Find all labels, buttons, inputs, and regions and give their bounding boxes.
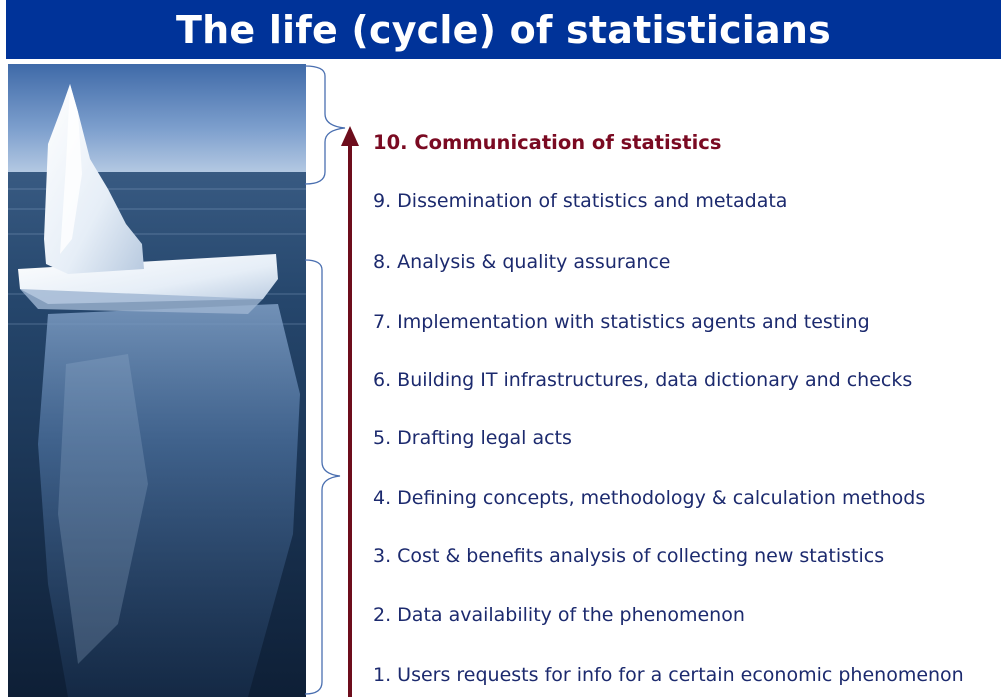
step-1: 1. Users requests for info for a certain… (373, 664, 964, 686)
step-8: 8. Analysis & quality assurance (373, 251, 671, 273)
page-title: The life (cycle) of statisticians (176, 7, 831, 52)
step-4: 4. Defining concepts, methodology & calc… (373, 487, 926, 509)
progression-arrow (341, 126, 359, 697)
iceberg-image (8, 64, 306, 697)
grouping-braces (304, 65, 346, 695)
title-bar: The life (cycle) of statisticians (6, 0, 1001, 59)
step-5: 5. Drafting legal acts (373, 427, 572, 449)
step-7: 7. Implementation with statistics agents… (373, 311, 870, 333)
step-2: 2. Data availability of the phenomenon (373, 604, 745, 626)
step-10: 10. Communication of statistics (373, 131, 722, 154)
step-3: 3. Cost & benefits analysis of collectin… (373, 545, 885, 567)
step-6: 6. Building IT infrastructures, data dic… (373, 369, 913, 391)
step-9: 9. Dissemination of statistics and metad… (373, 190, 788, 212)
